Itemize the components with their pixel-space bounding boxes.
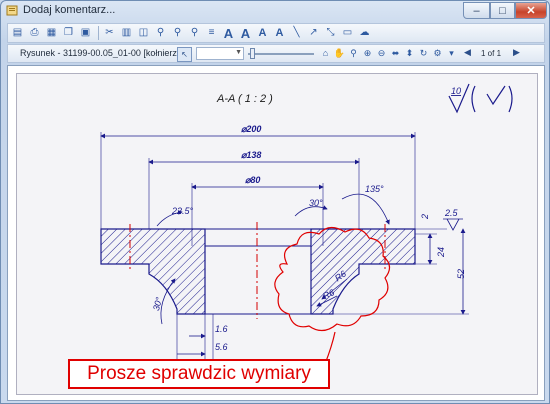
rotate-icon[interactable]: ↻ [419, 48, 428, 58]
dim-52: 52 [456, 269, 466, 279]
app-icon [6, 5, 18, 16]
layers-icon[interactable]: ◫ [138, 27, 149, 38]
revision-cloud [274, 226, 391, 332]
dim-d200: ⌀200 [241, 124, 261, 134]
dim-1-6: 1.6 [215, 324, 228, 334]
chevron-down-icon: ▼ [235, 49, 242, 56]
paste-icon[interactable]: ▥ [121, 27, 132, 38]
arrow-icon[interactable]: ↗ [309, 27, 318, 38]
technical-drawing: A-A ( 1 : 2 ) 10 ⌀2 [100, 83, 513, 365]
previous-page-icon[interactable]: ◀ [464, 47, 471, 57]
roughness-main-label: 10 [451, 86, 461, 96]
fit-width-icon[interactable]: ⬌ [391, 48, 400, 58]
zoom-in-icon[interactable]: ⊕ [363, 48, 372, 58]
save-icon[interactable]: ▣ [80, 27, 91, 38]
angle-arc [160, 278, 176, 325]
maximize-button[interactable]: □ [490, 2, 515, 19]
text-icon[interactable]: A [223, 25, 234, 41]
copy-icon[interactable]: ❐ [64, 27, 73, 38]
dim-angle-135: 135° [365, 184, 384, 194]
home-icon[interactable]: ⌂ [322, 48, 329, 58]
fit-page-icon[interactable]: ⬍ [405, 48, 414, 58]
dim-d80: ⌀80 [245, 175, 260, 185]
section-title: A-A ( 1 : 2 ) [216, 93, 273, 105]
print-icon[interactable]: ⎙ [30, 27, 39, 38]
dim-5-6: 5.6 [215, 342, 228, 352]
angle-arc [156, 210, 183, 227]
leader-r6 [316, 295, 338, 307]
dim-angle-22-5: 22.5° [171, 206, 194, 216]
chevron-down-icon[interactable]: ▾ [449, 48, 454, 58]
dim-2: 2 [420, 214, 430, 220]
title-bar[interactable]: Dodaj komentarz... – □ ✕ [1, 1, 549, 21]
dim-d138: ⌀138 [241, 150, 261, 160]
rectangle-icon[interactable]: ▭ [342, 27, 353, 38]
find-icon[interactable]: ⚲ [190, 27, 199, 38]
viewer-toolbar: Rysunek - 31199-00.05_01-00 [kołnierz DN… [7, 44, 545, 63]
drawing-viewer[interactable]: A-A ( 1 : 2 ) 10 ⌀2 [7, 65, 545, 401]
drawing-name-label: Rysunek - 31199-00.05_01-00 [kołnierz DN… [20, 48, 178, 58]
align-icon[interactable]: ≡ [208, 27, 215, 38]
zoom-combo[interactable]: ▼ [196, 47, 244, 60]
view-tools: ⌂ ✋ ⚲ ⊕ ⊖ ⬌ ⬍ ↻ ⚙ ▾ [319, 47, 459, 60]
flange-right-section [310, 228, 416, 315]
page-info: 1 of 1 [481, 49, 502, 58]
dim-r6-b: R6 [321, 287, 336, 301]
zoom-slider-thumb[interactable] [250, 48, 255, 59]
angle-arc [294, 205, 328, 217]
new-icon[interactable]: ▤ [12, 27, 23, 38]
roughness-symbol [448, 83, 513, 114]
drawing-sheet: A-A ( 1 : 2 ) 10 ⌀2 [16, 73, 538, 395]
zoom-icon[interactable]: ⚲ [173, 27, 182, 38]
text-bold-icon[interactable]: A [240, 25, 251, 41]
annotation-toolbar: ▤ ⎙ ▦ ❐ ▣ ✂ ▥ ◫ ⚲ ⚲ ⚲ ≡ A A A A ╲ ↗ ⤡ ▭ … [7, 23, 545, 43]
dim-angle-30-top: 30° [309, 198, 323, 208]
settings-icon[interactable]: ⚙ [433, 48, 442, 58]
next-page-icon[interactable]: ▶ [513, 47, 520, 57]
close-button[interactable]: ✕ [515, 2, 547, 19]
cut-icon[interactable]: ✂ [105, 27, 114, 38]
comment-box[interactable]: Prosze sprawdzic wymiary [68, 359, 330, 389]
minimize-button[interactable]: – [463, 2, 490, 19]
window-title: Dodaj komentarz... [23, 4, 116, 16]
flange-left-section [100, 228, 206, 315]
zoom-out-icon[interactable]: ⊖ [377, 48, 386, 58]
zoom-window-icon[interactable]: ⚲ [350, 48, 357, 58]
line-icon[interactable]: ╲ [293, 27, 300, 38]
dimension-icon[interactable]: ⤡ [326, 27, 335, 38]
cloud-icon[interactable]: ☁ [359, 27, 370, 38]
preview-icon[interactable]: ▦ [46, 27, 57, 38]
dim-angle-30-left: 30° [151, 296, 164, 312]
select-tool-button[interactable]: ↖ [177, 47, 192, 62]
roughness-symbol-small [443, 218, 463, 231]
angle-arc [341, 193, 390, 225]
pan-hand-icon[interactable]: ✋ [333, 48, 346, 58]
search-icon[interactable]: ⚲ [156, 27, 165, 38]
text-small-icon[interactable]: A [258, 26, 267, 39]
dim-24: 24 [436, 247, 446, 258]
text-highlight-icon[interactable]: A [275, 26, 284, 39]
roughness-2-5: 2.5 [444, 208, 459, 218]
leader-r6 [321, 278, 348, 300]
zoom-slider-track[interactable] [248, 53, 314, 55]
toolbar-separator [98, 26, 99, 40]
